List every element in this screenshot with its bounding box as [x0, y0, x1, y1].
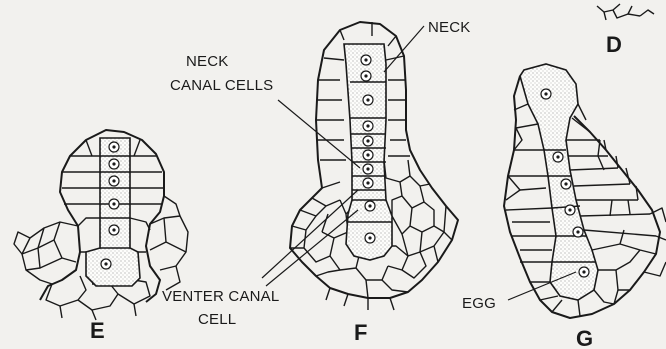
nucleus [363, 121, 373, 131]
nucleus [109, 225, 119, 235]
nucleus [101, 259, 111, 269]
leader-neck-canal-cells [278, 100, 360, 168]
label-neck-canal-cells-line2: CANAL CELLS [170, 77, 273, 94]
archegonium-f [290, 22, 458, 310]
nucleus [109, 176, 119, 186]
label-venter-canal-cell-line1: VENTER CANAL [162, 288, 279, 305]
nucleus [109, 199, 119, 209]
panel-d-fragment [597, 4, 654, 20]
nucleus [365, 201, 375, 211]
panel-label-f: F [354, 320, 367, 345]
nucleus [363, 164, 373, 174]
nucleus [561, 179, 571, 189]
nucleus [363, 95, 373, 105]
panel-label-e: E [90, 318, 105, 343]
panel-label-g: G [576, 326, 593, 349]
nucleus [109, 142, 119, 152]
nucleus [365, 233, 375, 243]
label-venter-canal-cell-line2: CELL [198, 311, 236, 328]
nucleus [361, 71, 371, 81]
nucleus [573, 227, 583, 237]
nucleus [363, 150, 373, 160]
nucleus [553, 152, 563, 162]
archegonium-g [504, 64, 666, 318]
nucleus [579, 267, 589, 277]
label-neck-canal-cells-line1: NECK [186, 53, 228, 70]
nucleus [363, 178, 373, 188]
nucleus [541, 89, 551, 99]
nucleus [361, 55, 371, 65]
label-neck: NECK [428, 19, 470, 36]
nucleus [109, 159, 119, 169]
label-egg: EGG [462, 295, 496, 312]
nucleus [363, 136, 373, 146]
nucleus [565, 205, 575, 215]
panel-label-d: D [606, 32, 622, 57]
